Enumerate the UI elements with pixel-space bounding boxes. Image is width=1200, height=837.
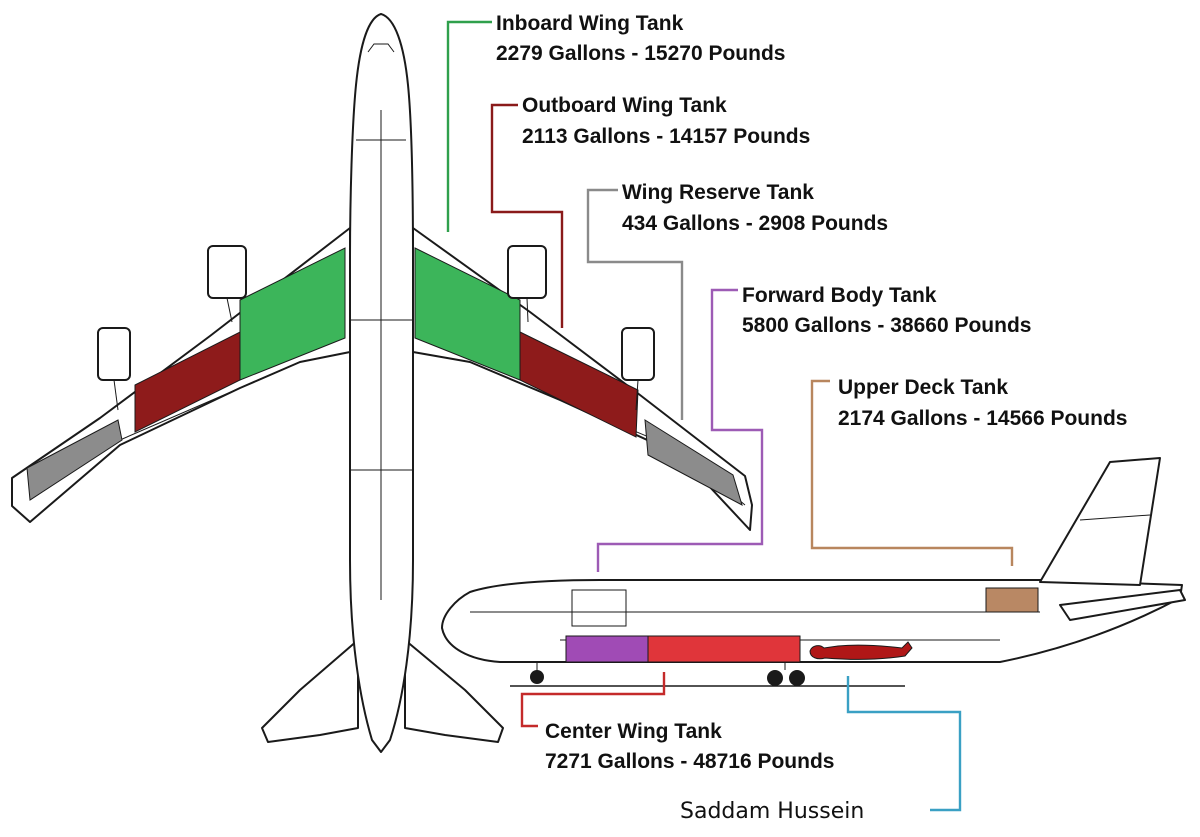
main-gear [767, 662, 805, 686]
engine-4 [621, 327, 655, 411]
wing-reserve-tank-left [26, 419, 123, 501]
leader-upper-deck [810, 379, 1014, 566]
label-center-wing: Center Wing Tank 7271 Gallons - 48716 Po… [545, 720, 834, 773]
label-wing-reserve: Wing Reserve Tank 434 Gallons - 2908 Pou… [622, 181, 888, 235]
label-inboard-wing: Inboard Wing Tank 2279 Gallons - 15270 P… [496, 12, 785, 65]
engine-3 [507, 245, 547, 323]
wing-reserve-title: Wing Reserve Tank [622, 181, 814, 204]
outboard-wing-capacity: 2113 Gallons - 14157 Pounds [522, 125, 810, 148]
leader-outboard-wing [490, 103, 564, 328]
leader-wing-reserve [586, 188, 684, 420]
person-silhouette [809, 641, 913, 660]
center-wing-tank [647, 635, 801, 663]
label-forward-body: Forward Body Tank 5800 Gallons - 38660 P… [742, 284, 1031, 337]
left-stabilizer [261, 639, 359, 743]
leader-person [846, 676, 962, 812]
vertical-tail [1039, 457, 1161, 586]
leader-inboard-wing [446, 20, 492, 232]
upper-deck-capacity: 2174 Gallons - 14566 Pounds [838, 407, 1127, 430]
forward-body-capacity: 5800 Gallons - 38660 Pounds [742, 314, 1031, 337]
tail-line [1079, 514, 1151, 521]
engine-2 [207, 245, 247, 323]
right-stabilizer [404, 639, 504, 743]
label-person: Saddam Hussein [680, 799, 864, 824]
forward-body-tank [565, 635, 649, 663]
person-name: Saddam Hussein [680, 799, 864, 824]
leader-center-wing [520, 672, 666, 728]
cockpit-windows [367, 43, 395, 53]
label-upper-deck: Upper Deck Tank 2174 Gallons - 14566 Pou… [838, 376, 1127, 430]
outboard-wing-tank-right [519, 331, 639, 438]
outboard-wing-title: Outboard Wing Tank [522, 94, 727, 117]
upper-deck-title: Upper Deck Tank [838, 376, 1008, 399]
inboard-wing-title: Inboard Wing Tank [496, 12, 684, 35]
upper-deck-tank [985, 587, 1039, 613]
engine-1 [97, 327, 131, 411]
center-wing-capacity: 7271 Gallons - 48716 Pounds [545, 750, 834, 773]
upper-door [571, 589, 627, 627]
wing-reserve-capacity: 434 Gallons - 2908 Pounds [622, 212, 888, 235]
center-wing-title: Center Wing Tank [545, 720, 722, 743]
outboard-wing-tank-left [134, 331, 241, 433]
wing-reserve-tank-right [644, 419, 743, 507]
side-view-aircraft [441, 457, 1186, 687]
top-view-aircraft [11, 13, 753, 753]
nose-gear [530, 662, 544, 684]
forward-body-title: Forward Body Tank [742, 284, 937, 307]
leader-forward-body [596, 288, 764, 572]
inboard-wing-capacity: 2279 Gallons - 15270 Pounds [496, 42, 785, 65]
side-stabilizer [1059, 589, 1186, 621]
leader-lines [446, 20, 1014, 812]
label-outboard-wing: Outboard Wing Tank 2113 Gallons - 14157 … [522, 94, 810, 148]
